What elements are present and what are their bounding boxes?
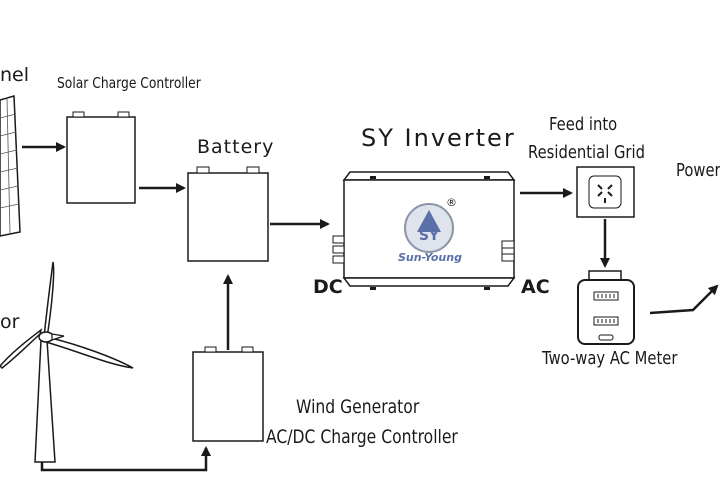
- inverter-title: SY Inverter: [361, 124, 516, 152]
- feed-into-label: Feed into: [549, 114, 618, 135]
- ac-connector: [501, 240, 515, 262]
- svg-text:SY: SY: [419, 228, 440, 244]
- registered-mark: ®: [446, 196, 457, 209]
- arrow-turbine-to-wind-controller: [40, 446, 211, 472]
- connections: [22, 142, 719, 472]
- wind-turbine: [0, 261, 134, 463]
- residential-grid-label: Residential Grid: [528, 142, 645, 163]
- dc-label: DC: [313, 276, 343, 298]
- sun-young-logo-icon: SY: [404, 203, 454, 253]
- battery-label: Battery: [197, 136, 275, 158]
- power-label: Power: [676, 160, 720, 181]
- arrow-meter-to-power: [649, 284, 719, 315]
- ac-label: AC: [521, 276, 550, 298]
- two-way-ac-meter: [577, 270, 635, 345]
- solar-panel: [0, 95, 21, 237]
- wind-side-label: or: [0, 311, 20, 333]
- wind-charge-controller-label: AC/DC Charge Controller: [266, 426, 458, 448]
- solar-panel-label: nel: [0, 64, 30, 86]
- solar-charge-controller-label: Solar Charge Controller: [57, 74, 201, 92]
- grid-outlet: [576, 166, 635, 218]
- wind-generator-label: Wind Generator: [296, 396, 420, 418]
- dc-connectors: [332, 235, 345, 264]
- solar-charge-controller-box: [66, 111, 136, 204]
- sy-inverter-unit: SY: [332, 171, 516, 290]
- logo-text: Sun-Young: [398, 251, 462, 264]
- wind-charge-controller-box: [192, 346, 264, 442]
- battery-box: [187, 166, 269, 262]
- two-way-meter-label: Two-way AC Meter: [542, 348, 678, 369]
